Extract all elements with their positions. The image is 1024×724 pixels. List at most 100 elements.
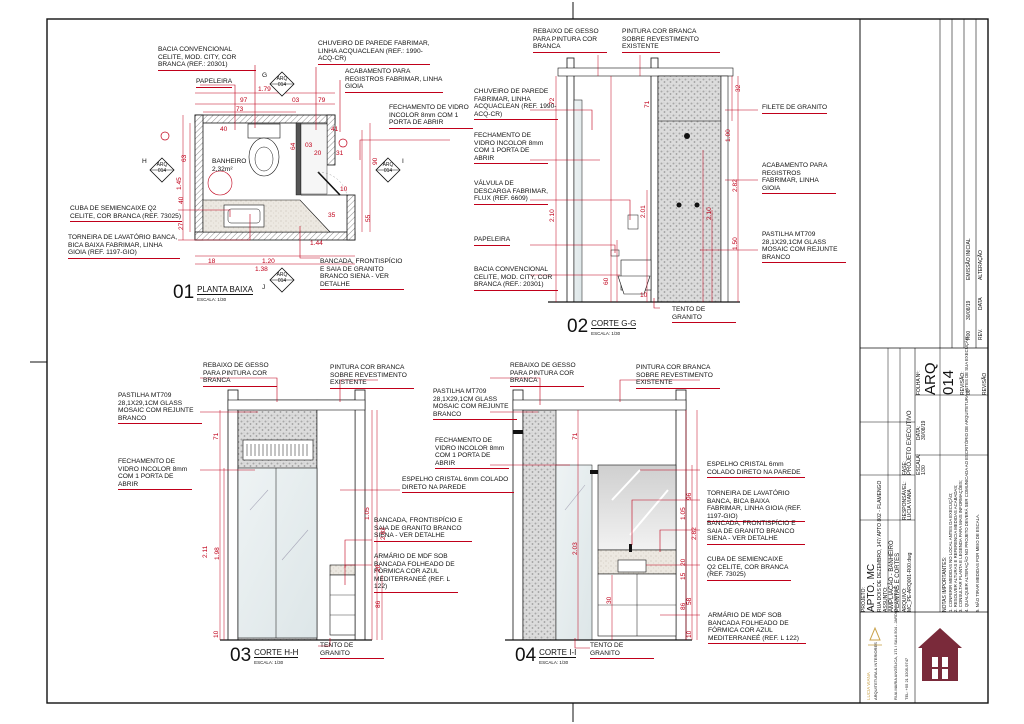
dim-plan: 41 xyxy=(331,126,339,133)
tb-rev-r-change: EMISSÃO INICIAL xyxy=(966,238,972,280)
section-tag-letter: I xyxy=(402,158,404,165)
hh-label-granite: TENTO DE GRANITO xyxy=(320,642,384,660)
dim-ii: 15 xyxy=(680,572,687,580)
dim-ii: 2.82 xyxy=(691,527,698,540)
dim-gg: 71 xyxy=(644,100,651,108)
label-glass-door: FECHAMENTO DE VIDRO INCOLOR 8mm COM 1 PO… xyxy=(389,104,473,129)
dim-plan: 1.45 xyxy=(176,177,183,190)
dim-ii: 2.03 xyxy=(572,542,579,555)
tb-firm: LUCIA VIANA xyxy=(866,672,871,700)
dim-plan: 35 xyxy=(328,212,336,219)
hh-label-paint: PINTURA COR BRANCA SOBRE REVESTIMENTO EX… xyxy=(330,364,414,389)
tb-firm-tel: TEL: +55 21 3205-9747 xyxy=(904,657,909,700)
tb-resp: LUCIA VIANA xyxy=(907,489,913,520)
ii-label-tile: PASTILHA MT709 28,1X29,1CM GLASS MOSAIC … xyxy=(433,388,517,421)
tb-phase: PROJETO EXECUTIVO xyxy=(907,410,913,475)
dim-ii: 10 xyxy=(686,630,693,638)
label-shower: CHUVEIRO DE PAREDE FABRIMAR, LINHA ACQUA… xyxy=(318,40,430,65)
dim-gg: 2.10 xyxy=(549,209,556,222)
gg-label-fillet: FILETE DE GRANITO xyxy=(762,104,828,114)
dim-ii: 20 xyxy=(680,558,687,566)
ii-label-basin: CUBA DE SEMIENCAIXE Q2 CELITE, COR BRANC… xyxy=(707,556,791,581)
tb-sheet-b: 014 xyxy=(940,369,957,395)
gg-label-ceiling: REBAIXO DE GESSO PARA PINTURA COR BRANCA xyxy=(533,28,607,53)
section-hh xyxy=(200,377,400,647)
dim-ii: 30 xyxy=(606,596,613,604)
dim-plan: 97 xyxy=(240,97,248,104)
dim-plan: 31 xyxy=(336,150,344,157)
section-tag-letter: J xyxy=(262,284,266,291)
gg-label-toilet: BACIA CONVENCIONAL CELITE, MOD. CITY, CO… xyxy=(474,266,558,291)
dim-plan: 10 xyxy=(340,186,348,193)
ii-label-cabinet: ARMÁRIO DE MDF SOB BANCADA FOLHEADO DE F… xyxy=(708,612,806,645)
gg-label-valve: VÁLVULA DE DESCARGA FABRIMAR, FLUX (REF.… xyxy=(474,180,548,205)
dim-plan: 73 xyxy=(236,106,244,113)
dim-plan: 03 xyxy=(292,97,300,104)
tb-date: 30/08/19 xyxy=(921,420,927,440)
ii-label-mirror: ESPELHO CRISTAL 6mm COLADO DIRETO NA PAR… xyxy=(707,461,805,479)
gg-label-tile: PASTILHA MT709 28,1X29,1CM GLASS MOSAIC … xyxy=(762,231,846,264)
dim-plan: 20 xyxy=(314,150,322,157)
dim-plan: 55 xyxy=(365,214,372,222)
section-ii xyxy=(490,377,700,649)
tb-rev-r-rev: R00 xyxy=(966,330,972,340)
dim-plan: 1.20 xyxy=(262,258,275,265)
dim-hh: 2.82 xyxy=(380,527,387,540)
dim-plan: 1.38 xyxy=(255,266,268,273)
dim-ii: 96 xyxy=(686,492,693,500)
dim-gg: 2.10 xyxy=(706,207,713,220)
dim-plan: 1.79 xyxy=(258,86,271,93)
tb-firm-sub: ARQUITETURA & INTERIORES xyxy=(873,642,878,700)
dim-gg: 2.01 xyxy=(640,205,647,218)
dim-plan: 64 xyxy=(290,142,297,150)
dim-plan: 63 xyxy=(181,154,188,162)
hh-label-counter: BANCADA, FRONTISPÍCIO E SAIA DE GRANITO … xyxy=(374,517,472,542)
gg-label-paint: PINTURA COR BRANCA SOBRE REVESTIMENTO EX… xyxy=(622,28,720,53)
label-toilet: BACIA CONVENCIONAL CELITE, MOD. CITY, CO… xyxy=(158,46,256,71)
tb-note: 3. CONSULTAR PLANTA E LEGENDA PARA MAIS … xyxy=(958,480,963,612)
hh-label-cabinet: ARMÁRIO DE MDF SOB BANCADA FOLHEADO DE F… xyxy=(374,553,458,593)
tb-rev-r-date: 30/08/19 xyxy=(966,300,972,320)
dim-hh: 2.11 xyxy=(202,545,209,558)
gg-label-glass: FECHAMENTO DE VIDRO INCOLOR 8mm COM 1 PO… xyxy=(474,132,548,165)
dim-ii: 58 xyxy=(686,597,693,605)
tb-rev-h-rev: REV. xyxy=(978,328,984,340)
dim-gg: 2.82 xyxy=(732,179,739,192)
dim-hh: 1.05 xyxy=(364,507,371,520)
dim-hh: 10 xyxy=(213,630,220,638)
gg-label-finish: ACABAMENTO PARA REGISTROS FABRIMAR, LINH… xyxy=(762,162,836,195)
floor-plan xyxy=(149,65,450,293)
dim-gg: 1.00 xyxy=(725,129,732,142)
tb-rev-footer: REVISÃO xyxy=(982,372,988,395)
dim-gg: 32 xyxy=(735,84,742,92)
hh-label-tile: PASTILHA MT709 28,1X29,1CM GLASS MOSAIC … xyxy=(118,392,202,425)
dim-hh: 86 xyxy=(375,600,382,608)
dim-plan: 18 xyxy=(208,258,216,265)
dim-hh: 1.98 xyxy=(214,547,221,560)
hh-label-mirror: ESPELHO CRISTAL 6mm COLADO DIRETO NA PAR… xyxy=(402,476,514,494)
ii-label-ceiling: REBAIXO DE GESSO PARA PINTURA COR BRANCA xyxy=(510,362,584,387)
hh-label-glass: FECHAMENTO DE VIDRO INCOLOR 8mm COM 1 PO… xyxy=(118,458,192,491)
gg-label-shower: CHUVEIRO DE PAREDE FABRIMAR, LINHA ACQUA… xyxy=(474,88,558,121)
ii-label-glass: FECHAMENTO DE VIDRO INCOLOR 8mm COM 1 PO… xyxy=(435,437,509,470)
dim-gg: 72 xyxy=(549,97,556,105)
dim-plan: 03 xyxy=(305,142,313,149)
dim-gg: 1.50 xyxy=(732,237,739,250)
dim-hh: 71 xyxy=(213,432,220,440)
label-paper-holder: PAPELEIRA xyxy=(196,78,233,88)
section-tag-letter: H xyxy=(142,158,147,165)
ii-label-faucet: TORNEIRA DE LAVATÓRIO BANCA, BICA BAIXA … xyxy=(707,490,805,523)
label-basin: CUBA DE SEMIENCAIXE Q2 CELITE, COR BRANC… xyxy=(70,205,182,223)
dim-ii: 1.05 xyxy=(680,507,687,520)
firm-mark xyxy=(868,626,882,646)
ii-label-granite: TENTO DE GRANITO xyxy=(590,642,654,660)
dim-plan: 40 xyxy=(220,126,228,133)
room-name: BANHEIRO xyxy=(212,158,247,165)
tb-project: APTO. MC xyxy=(866,563,877,612)
dim-gg: 10 xyxy=(640,292,648,299)
